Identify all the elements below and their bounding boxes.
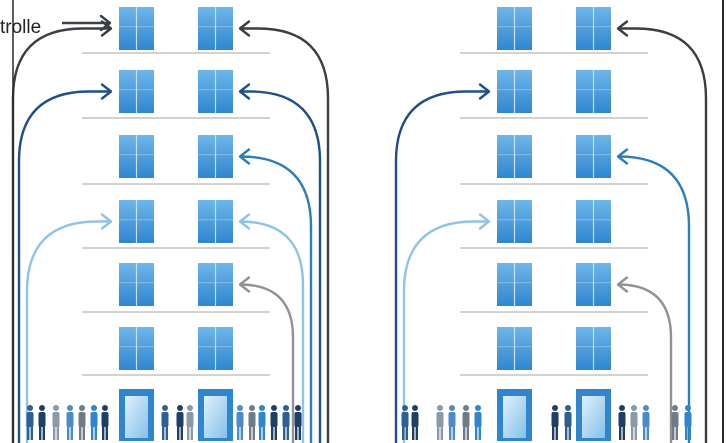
elevator-door (198, 200, 233, 243)
elevator-door (497, 70, 532, 113)
person-icon (101, 405, 109, 440)
elevator-door (119, 200, 154, 243)
arrow-blue-to-right-shaft (616, 148, 691, 443)
person-icon (66, 405, 74, 440)
person-icon (474, 405, 482, 440)
elevator-door (119, 327, 154, 370)
arrow-light-to-left-shaft (25, 213, 113, 443)
person-icon (236, 405, 244, 440)
destination-arrows (11, 14, 708, 443)
elevator-door (576, 7, 611, 50)
person-icon (411, 405, 419, 440)
elevator-door (198, 70, 233, 113)
elevator-door (119, 263, 154, 306)
floor-lines (82, 52, 648, 376)
person-icon (630, 405, 638, 440)
arrowhead-icon (238, 83, 251, 100)
elevator-door (497, 263, 532, 306)
arrowhead-icon (100, 213, 113, 230)
arrow-navy-to-left-shaft (394, 83, 491, 443)
person-icon (671, 405, 679, 440)
person-icon (462, 405, 470, 440)
person-icon (90, 405, 98, 440)
elevator-door (497, 200, 532, 243)
arrow-light-to-right-shaft (238, 213, 305, 443)
elevator-door (576, 327, 611, 370)
person-icon (161, 405, 169, 440)
person-icon (78, 405, 86, 440)
caption-label: trolle (0, 17, 41, 38)
arrowhead-icon (616, 20, 629, 37)
arrowhead-icon (99, 14, 112, 32)
person-icon (436, 405, 444, 440)
elevator-door (576, 70, 611, 113)
ground-elevator-door (497, 389, 532, 441)
elevator-door (198, 7, 233, 50)
ground-elevator-door (576, 389, 611, 441)
person-icon (618, 405, 626, 440)
caption-arrow (62, 14, 112, 32)
elevator-door (119, 135, 154, 178)
person-icon (684, 405, 692, 440)
arrow-dark-to-right-shaft-top (238, 20, 330, 443)
person-icon (448, 405, 456, 440)
edge-lines (12, 0, 724, 443)
elevator-door (119, 7, 154, 50)
person-icon (642, 405, 650, 440)
elevator-door (576, 135, 611, 178)
arrowhead-icon (100, 83, 113, 100)
arrow-blue-to-right-shaft (238, 148, 313, 443)
person-icon (258, 405, 266, 440)
arrowhead-icon (616, 276, 629, 293)
person-icon (564, 405, 572, 440)
arrowhead-icon (238, 20, 251, 37)
arrow-navy-to-right-shaft (238, 83, 322, 443)
person-icon (282, 405, 290, 440)
person-icon (248, 405, 256, 440)
arrowhead-icon (616, 148, 629, 165)
person-icon (176, 405, 184, 440)
arrow-navy-to-left-shaft (17, 83, 113, 443)
arrow-dark-to-right-shaft-top (616, 20, 708, 443)
person-icon (270, 405, 278, 440)
elevator-door (576, 263, 611, 306)
elevator-shafts (119, 7, 611, 441)
elevator-door (198, 263, 233, 306)
person-icon (401, 405, 409, 440)
arrowhead-icon (238, 148, 251, 165)
ground-elevator-door (119, 389, 154, 441)
elevator-door (497, 327, 532, 370)
ground-elevator-door (198, 389, 233, 441)
person-icon (52, 405, 60, 440)
person-icon (551, 405, 559, 440)
arrowhead-icon (238, 276, 251, 293)
arrowhead-icon (478, 213, 491, 230)
elevator-door (119, 70, 154, 113)
person-icon (26, 405, 34, 440)
elevator-door (576, 200, 611, 243)
elevator-door (198, 327, 233, 370)
waiting-passengers (26, 405, 692, 440)
arrowhead-icon (478, 83, 491, 100)
elevator-door (497, 135, 532, 178)
arrowhead-icon (238, 213, 251, 230)
person-icon (294, 405, 302, 440)
arrow-gray-to-right-shaft (616, 276, 673, 443)
person-icon (38, 405, 46, 440)
person-icon (186, 405, 194, 440)
elevator-door (198, 135, 233, 178)
arrow-light-to-left-shaft (402, 213, 491, 443)
arrow-gray-to-right-shaft (238, 276, 295, 443)
elevator-door (497, 7, 532, 50)
